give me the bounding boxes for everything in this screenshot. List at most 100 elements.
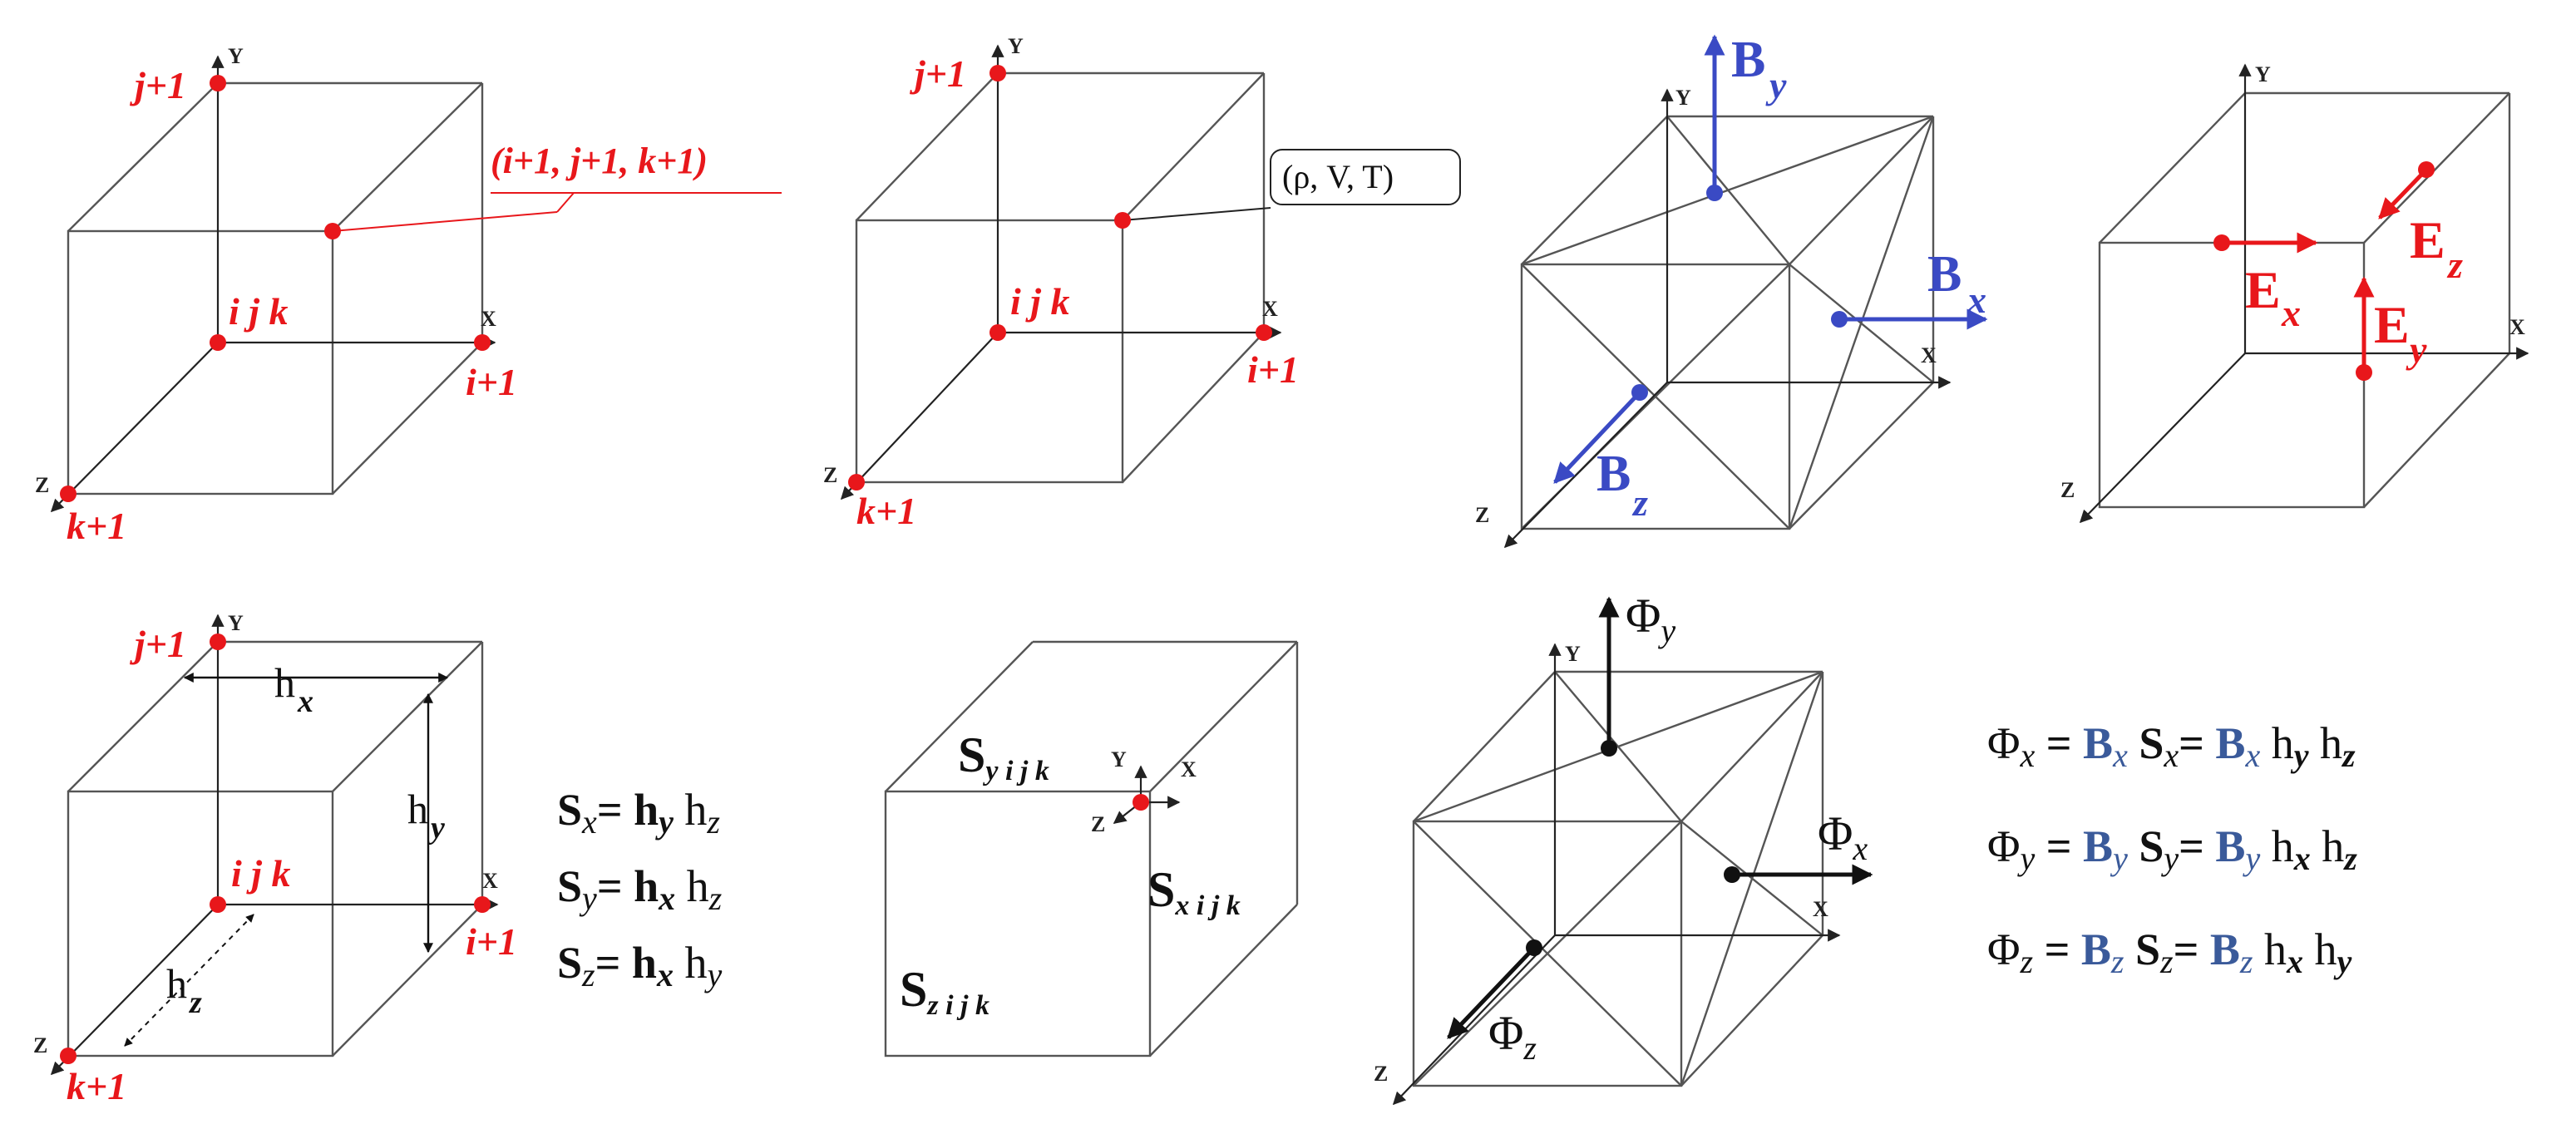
cube-edge [1789, 116, 1934, 265]
node-dot [1114, 212, 1131, 229]
node-dot [989, 65, 1006, 81]
corner-leader-line [332, 211, 558, 232]
y-axis-label: Y [2255, 62, 2271, 86]
phiz-label: Φz [1488, 1006, 1537, 1067]
cube-edge [1122, 332, 1265, 483]
x-axis-label: X [481, 307, 496, 331]
node-label-k1: k+1 [67, 1065, 126, 1107]
z-axis-label: Z [33, 1033, 47, 1058]
phiy-label: Φy [1626, 589, 1675, 649]
panel-cell-dimensions: Y X Z j+1 i j k i+1 k+1 h x h y h z [33, 611, 517, 1107]
face-diagonal [1680, 671, 1824, 1087]
node-label-ijk: i j k [231, 852, 291, 895]
cube-edges [67, 81, 484, 495]
ex-label-sub: x [2281, 292, 2301, 334]
z-axis [1392, 934, 1556, 1106]
face-diagonal [1788, 116, 1935, 530]
z-axis [1503, 382, 1668, 549]
node-label-k1: k+1 [67, 505, 126, 547]
cube-front-face [67, 229, 334, 495]
cube-edge [2363, 353, 2510, 508]
flux-formulas: Φx = Bx Sx= Bx hy hz Φy = By Sy= By hx h… [1987, 718, 2357, 980]
hx-label: h [274, 659, 295, 706]
panel-electric-field: Y X Z E x E y E z [2060, 62, 2529, 524]
hz-label: h [166, 960, 187, 1007]
y-axis-label: Y [228, 611, 244, 635]
cube-front-face [67, 790, 334, 1058]
cube-edge [1680, 671, 1823, 822]
node-dot [60, 1048, 76, 1064]
cube-edge [1149, 641, 1298, 792]
formula-sz: Sz= hx hy [557, 938, 722, 993]
z-axis-label: Z [823, 463, 837, 487]
x-axis-label: X [1181, 757, 1197, 781]
cube-edge [1521, 116, 1668, 265]
node-dot [474, 896, 491, 913]
node-label-i1: i+1 [466, 361, 517, 403]
cube-edge [67, 82, 219, 232]
by-label-sub: y [1765, 64, 1787, 106]
node-dot [1133, 794, 1149, 811]
callout-leader-line [1122, 207, 1271, 221]
face-center-dot [1601, 740, 1617, 757]
area-formulas: Sx= hy hz Sy= hx hz Sz= hx hy [557, 785, 723, 993]
face-diagonal [1413, 821, 1682, 1087]
cube-edge [332, 342, 483, 495]
y-axis-label: Y [1111, 747, 1127, 772]
corner-leader-line [556, 192, 575, 213]
ez-label: E [2410, 210, 2445, 269]
formula-sx: Sx= hy hz [557, 785, 720, 841]
hy-label-sub: y [427, 811, 445, 846]
node-label-j1: j+1 [129, 623, 186, 665]
node-dot [210, 634, 226, 650]
node-label-j1: j+1 [129, 64, 186, 106]
cube-edge [1413, 671, 1556, 822]
cube-edge [2099, 92, 2246, 244]
cube-edge [332, 641, 483, 792]
panel-magnetic-field: Y X Z B y B x B z [1475, 32, 1988, 549]
y-axis-label: Y [1675, 86, 1691, 110]
z-axis [50, 342, 219, 513]
cube-edge [332, 82, 483, 232]
cube-edge [856, 72, 999, 221]
cube-edge [1122, 72, 1265, 221]
cube-front-face [2098, 241, 2366, 509]
node-dot [1256, 324, 1272, 341]
x-axis-label: X [482, 869, 498, 893]
bz-label-sub: z [1631, 481, 1648, 524]
cube-front-face [884, 790, 1152, 1058]
bz-arrow [1553, 391, 1641, 484]
cube-edge [885, 641, 1034, 792]
ey-label: E [2374, 295, 2410, 354]
edge-center-dot [2356, 364, 2372, 381]
ex-label: E [2245, 260, 2281, 319]
panel-magnetic-flux: Y X Z Φy Φx Φz [1374, 589, 1873, 1106]
face-diagonal [1554, 671, 1682, 822]
cube-front-face [1412, 820, 1683, 1087]
hz-dimension-line [124, 914, 254, 1047]
hy-label: h [407, 786, 428, 832]
cube-edge [67, 641, 219, 792]
phix-label: Φx [1818, 806, 1868, 867]
face-center-dot [1631, 384, 1648, 401]
sy-face-label: Sy i j k [958, 727, 1049, 786]
edge-center-dot [2213, 234, 2230, 251]
panel-face-areas: Y X Z Sy i j k Sx i j k Sz i j k [884, 640, 1299, 1058]
x-axis-label: X [1262, 297, 1278, 321]
hx-label-sub: x [297, 684, 313, 719]
node-label-j1: j+1 [909, 52, 966, 95]
bx-label-sub: x [1967, 279, 1986, 321]
node-label-k1: k+1 [856, 490, 916, 532]
node-dot [324, 223, 341, 239]
node-label-i1: i+1 [466, 920, 517, 963]
panel-cell-nodes: Y X Z j+1 i j k i+1 k+1 (i+1, j+1, k+1) [35, 44, 782, 547]
z-axis [840, 332, 999, 500]
z-axis [2079, 353, 2246, 524]
cube-edge [1149, 904, 1298, 1057]
y-axis-label: Y [228, 44, 244, 68]
face-center-dot [1706, 185, 1723, 201]
z-axis-label: Z [2060, 478, 2075, 502]
flux-formula-row: Φz = Bz Sz= Bz hx hy [1987, 924, 2351, 980]
panel-cell-variables: Y X Z (ρ, V, T) j+1 i j k i+1 k+1 [823, 34, 1461, 532]
